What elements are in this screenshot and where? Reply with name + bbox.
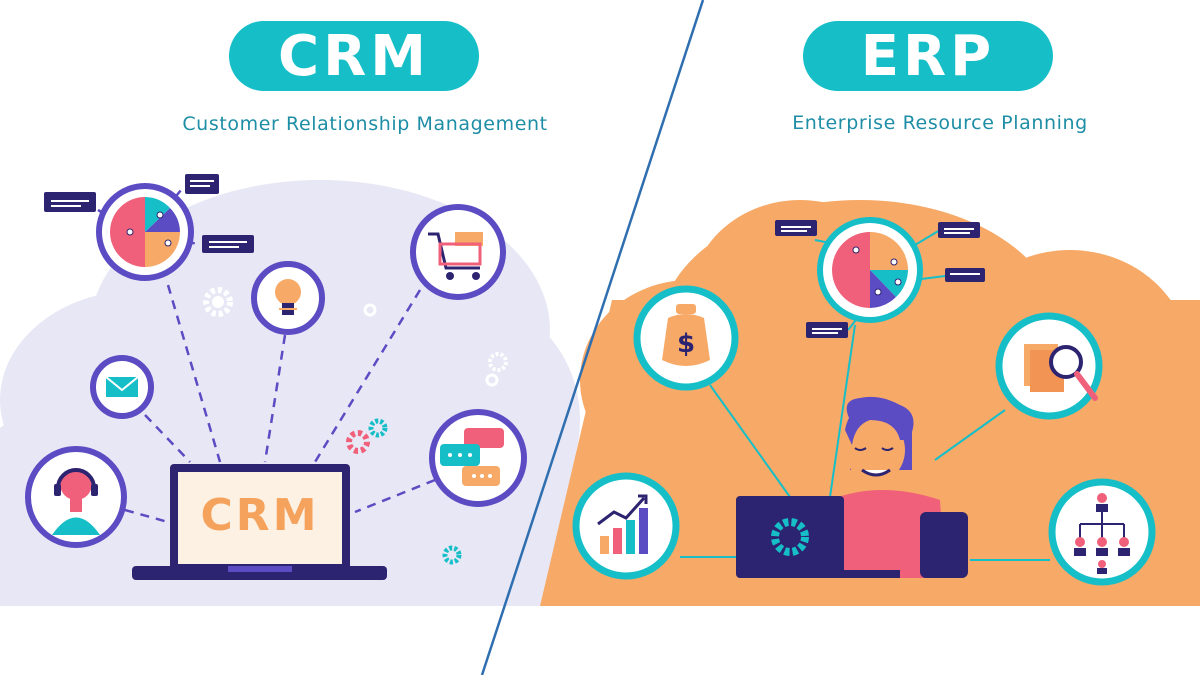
growth-chart-icon xyxy=(572,472,680,580)
erp-label-tags xyxy=(775,220,985,338)
gear-icon xyxy=(203,287,508,565)
crm-laptop-screen-text: CRM xyxy=(200,490,320,541)
person-icon xyxy=(830,396,968,578)
erp-laptop-icon xyxy=(736,496,900,578)
shopping-cart-icon xyxy=(410,204,506,300)
erp-badge: ERP xyxy=(803,21,1053,91)
svg-text:$: $ xyxy=(677,329,695,359)
crm-subtitle: Customer Relationship Management xyxy=(182,113,548,135)
erp-subtitle: Enterprise Resource Planning xyxy=(792,112,1088,134)
lightbulb-icon xyxy=(251,261,325,335)
money-bag-icon: $ xyxy=(633,285,739,391)
support-agent-icon xyxy=(25,446,127,548)
crm-badge: CRM xyxy=(229,21,479,91)
document-search-icon xyxy=(995,312,1103,420)
crm-label-tags xyxy=(44,174,254,253)
divider-line xyxy=(480,0,705,675)
org-chart-icon xyxy=(1048,478,1156,586)
erp-pie-chart-icon xyxy=(817,217,923,323)
email-icon xyxy=(90,355,154,419)
chat-bubbles-icon xyxy=(429,409,527,507)
crm-pie-chart-icon xyxy=(96,183,194,281)
crm-laptop-icon xyxy=(132,464,387,580)
